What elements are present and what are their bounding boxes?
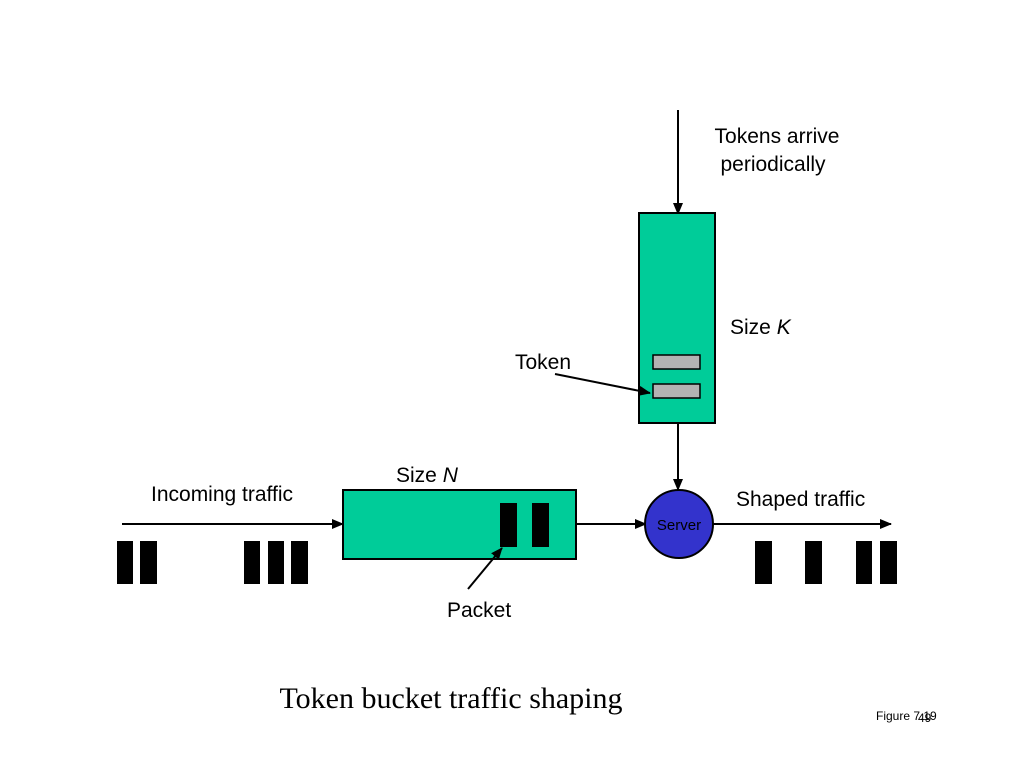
size-n-label: Size N bbox=[396, 464, 459, 487]
tokens-arrive-line2: periodically bbox=[720, 153, 826, 176]
token-label: Token bbox=[515, 351, 571, 374]
size-k-label: Size K bbox=[730, 316, 792, 339]
tokens-arrive-line1: Tokens arrive bbox=[715, 125, 840, 148]
server-label: Server bbox=[657, 517, 701, 534]
shaped-packet bbox=[880, 541, 897, 584]
shaped-packet bbox=[805, 541, 822, 584]
incoming-packet bbox=[291, 541, 308, 584]
incoming-packet bbox=[244, 541, 260, 584]
incoming-packet bbox=[117, 541, 133, 584]
shaped-traffic-label: Shaped traffic bbox=[736, 488, 865, 511]
figure-reference: Figure 7.19 bbox=[876, 709, 937, 723]
buffered-packet bbox=[532, 503, 549, 547]
token bbox=[652, 354, 701, 370]
shaped-packet bbox=[755, 541, 772, 584]
packet-label: Packet bbox=[447, 599, 511, 622]
diagram-title: Token bucket traffic shaping bbox=[279, 682, 622, 715]
packet-pointer-arrow bbox=[467, 547, 503, 590]
incoming-traffic-label: Incoming traffic bbox=[151, 483, 293, 506]
incoming-packet bbox=[268, 541, 284, 584]
buffered-packet bbox=[500, 503, 517, 547]
token-pointer-arrow bbox=[554, 373, 651, 396]
token bbox=[652, 383, 701, 399]
incoming-packet bbox=[140, 541, 157, 584]
shaped-packet bbox=[856, 541, 872, 584]
slide-number: 49 bbox=[918, 711, 932, 725]
